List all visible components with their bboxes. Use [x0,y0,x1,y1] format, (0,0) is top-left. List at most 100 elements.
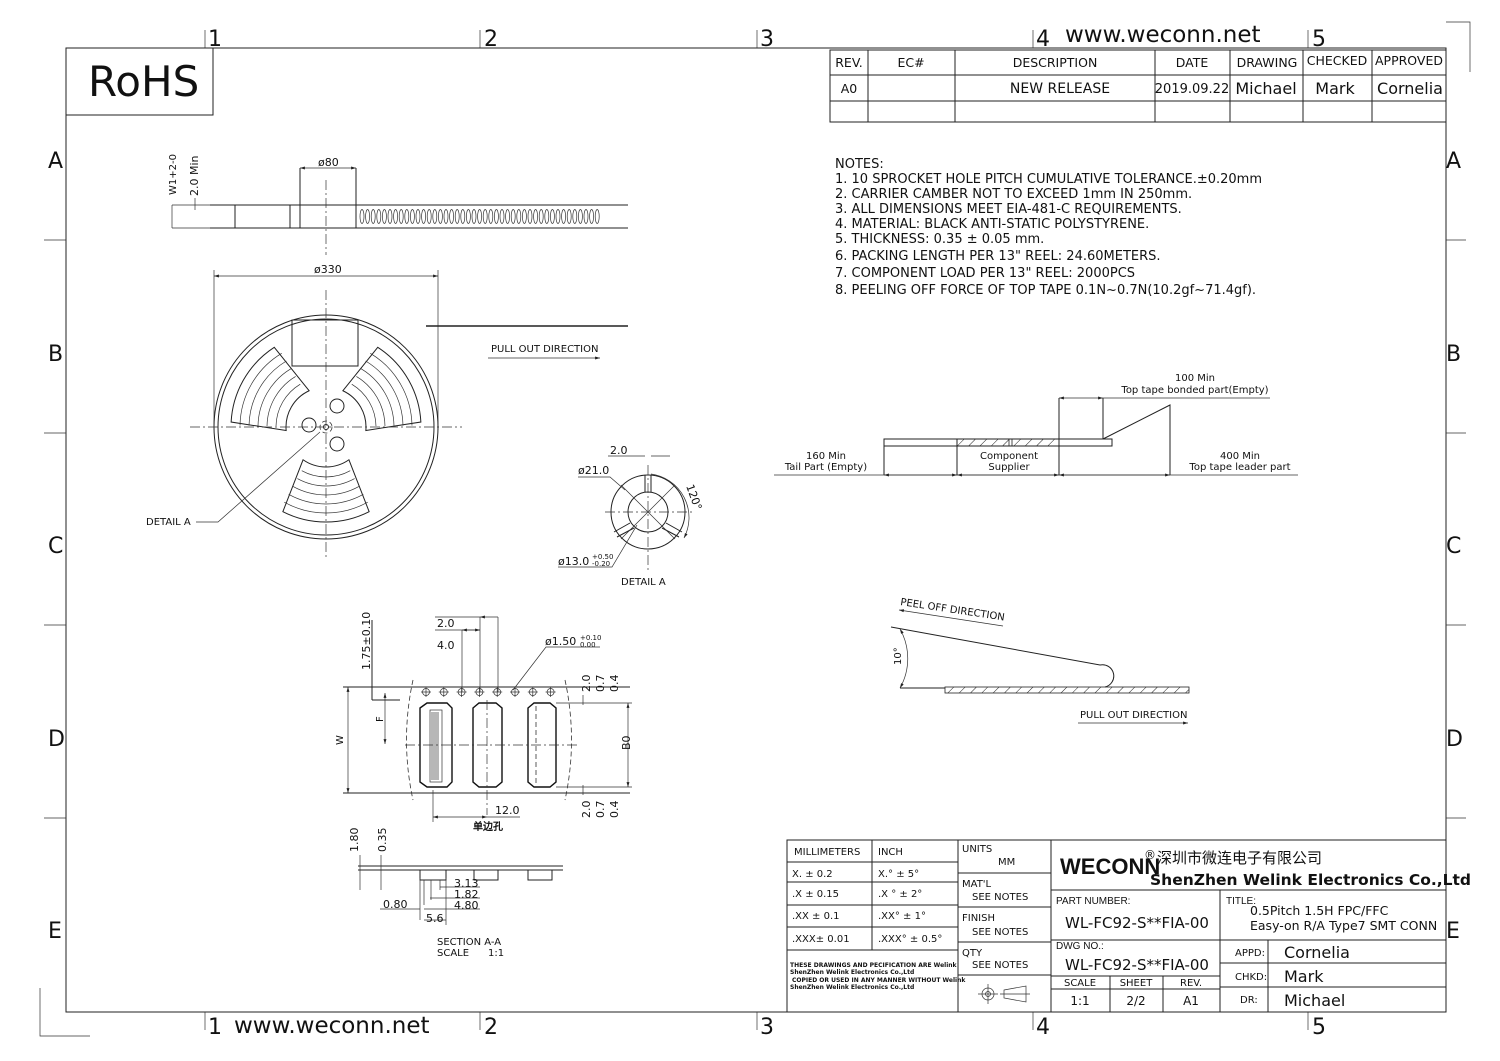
right-bottom-dim-2: 0.7 [594,801,607,819]
checked-header: CHECKED [1307,53,1367,68]
p1-label: 12.0 [495,804,520,817]
tape-pocket-oval [538,209,544,224]
leader-min-label: 400 Min [1220,451,1260,462]
zone-col-4: 4 [1036,27,1050,52]
rohs-badge: RoHS [65,47,214,116]
qty-label: QTY [962,948,983,959]
company-name-cn: 深圳市微连电子有限公司 [1157,849,1322,867]
drawing-frame: 1 2 3 4 5 1 2 3 4 5 A B C D E A B C D E … [39,21,1471,1040]
tape-leader-diagram: 100 Min Top tape bonded part(Empty) 160 … [774,373,1298,477]
reel-rib [356,376,386,426]
sheet-label: SHEET [1120,978,1154,989]
tape-pocket-oval [555,209,561,224]
part-number-value: WL-FC92-S**FIA-00 [1065,914,1209,932]
chkd-label: CHKD: [1235,972,1267,983]
tape-pocket-oval [438,209,443,224]
detail-a-label: DETAIL A [621,577,666,588]
reel-diameter-label: ø330 [314,263,342,276]
reel-front-view: ø330 PULL OUT DIRECTION DETAIL A [146,263,628,560]
bore-diameter-label: ø13.0 [558,555,589,568]
tol-mm-1: X. ± 0.2 [792,869,833,880]
title-line-1: 0.5Pitch 1.5H FPC/FFC [1250,903,1389,918]
zone-row-a: A [48,149,63,174]
note-8: 8. PEELING OFF FORCE OF TOP TAPE 0.1N~0.… [835,283,1256,298]
zone-col-4-bottom: 4 [1036,1015,1050,1040]
peel-off-direction-label: PEEL OFF DIRECTION [900,597,1006,623]
bonded-min-label: 100 Min [1175,373,1215,384]
chkd-value: Mark [1284,967,1324,986]
tape-pocket-oval [387,209,393,224]
zone-col-3-bottom: 3 [760,1015,774,1040]
section-dim-313: 3.13 [454,877,479,890]
title-block: MILLIMETERS INCH X. ± 0.2 X.° ± 5° .X ± … [786,839,1471,1013]
qty-value: SEE NOTES [972,960,1028,971]
slot-width-label: 2.0 [610,444,628,457]
right-top-dim-1: 2.0 [580,675,593,693]
tape-pocket-oval [589,209,594,224]
zone-row-c: C [48,534,63,559]
sprocket-hole-crosshair [456,687,467,697]
section-thickness-label: 0.35 [376,828,389,853]
tape-pocket-oval [494,209,499,224]
hole-tol-upper: +0.10 [580,634,601,642]
zone-col-2-bottom: 2 [484,1015,498,1040]
w1-tolerance-label: W1+2-0 [168,154,179,195]
note-4: 4. MATERIAL: BLACK ANTI-STATIC POLYSTYRE… [835,217,1149,232]
b0-label: B0 [620,735,633,750]
leader-part-label: Top tape leader part [1188,462,1290,473]
reel-cutouts [230,346,422,523]
tape-pocket-oval [415,209,421,224]
reel-rib [288,494,364,505]
rev-header: REV. [835,55,863,70]
tape-pocket-oval [471,209,477,224]
tape-pocket-oval [510,209,516,224]
sheet-value: 2/2 [1126,994,1145,1008]
ec-header: EC# [897,55,924,70]
note-1: 1. 10 SPROCKET HOLE PITCH CUMULATIVE TOL… [835,172,1262,187]
section-dim-080: 0.80 [383,898,408,911]
rohs-label: RoHS [88,57,199,106]
drawing-header: DRAWING [1237,55,1298,70]
tape-pocket-oval [404,209,410,224]
tape-pocket-oval [572,209,578,224]
sprocket-hole-crosshair [545,687,556,697]
section-scale-label: SCALE [437,948,469,959]
tape-pocket-oval [583,209,589,224]
disclaimer-line-2: ShenZhen Welink Electronics Co.,Ltd [790,969,914,976]
tape-pocket-oval [376,209,382,224]
single-side-holes-label: 单边孔 [473,820,503,833]
mm-header: MILLIMETERS [794,847,860,858]
sprocket-hole-crosshair [421,687,431,697]
tol-inch-4: .XXX° ± 0.5° [878,934,942,945]
disclaimer-line-1: THESE DRAWINGS AND PECIFICATION ARE Weli… [790,962,958,969]
dr-label: DR: [1240,995,1258,1006]
brand-logo: WECONN [1060,854,1160,879]
tape-pocket-oval [522,209,527,224]
tape-pocket-oval [432,209,438,224]
tape-pocket-oval [410,209,415,224]
bonded-part-label: Top tape bonded part(Empty) [1120,385,1268,396]
reel-rib [297,478,355,487]
rev-label: REV. [1180,978,1202,989]
tol-inch-1: X.° ± 5° [878,869,919,880]
tape-pocket-oval [365,209,370,224]
p2-label: 2.0 [437,617,455,630]
peel-off-diagram: PEEL OFF DIRECTION 10° PULL OUT DIRECTIO… [890,597,1190,725]
tape-pocket-oval [516,209,522,224]
reel-rib [360,368,395,426]
reel-rib [370,352,413,426]
note-6: 6. PACKING LENGTH PER 13" REEL: 24.60MET… [835,249,1161,264]
tape-pocket-oval [370,209,376,224]
zone-row-c-right: C [1446,534,1461,559]
zone-row-e: E [48,919,62,944]
component-label: Component [980,451,1038,462]
approved-value: Cornelia [1377,79,1443,98]
zone-row-b-right: B [1446,342,1461,367]
outer-diameter-label: ø21.0 [578,464,609,477]
zone-row-b: B [48,342,63,367]
approved-header: APPROVED [1375,53,1443,68]
company-name-en: ShenZhen Welink Electronics Co.,Ltd [1150,871,1471,889]
drawing-value: Michael [1235,79,1296,98]
zone-col-5-bottom: 5 [1312,1015,1326,1040]
hole-diameter-label: ø1.50 [545,635,576,648]
